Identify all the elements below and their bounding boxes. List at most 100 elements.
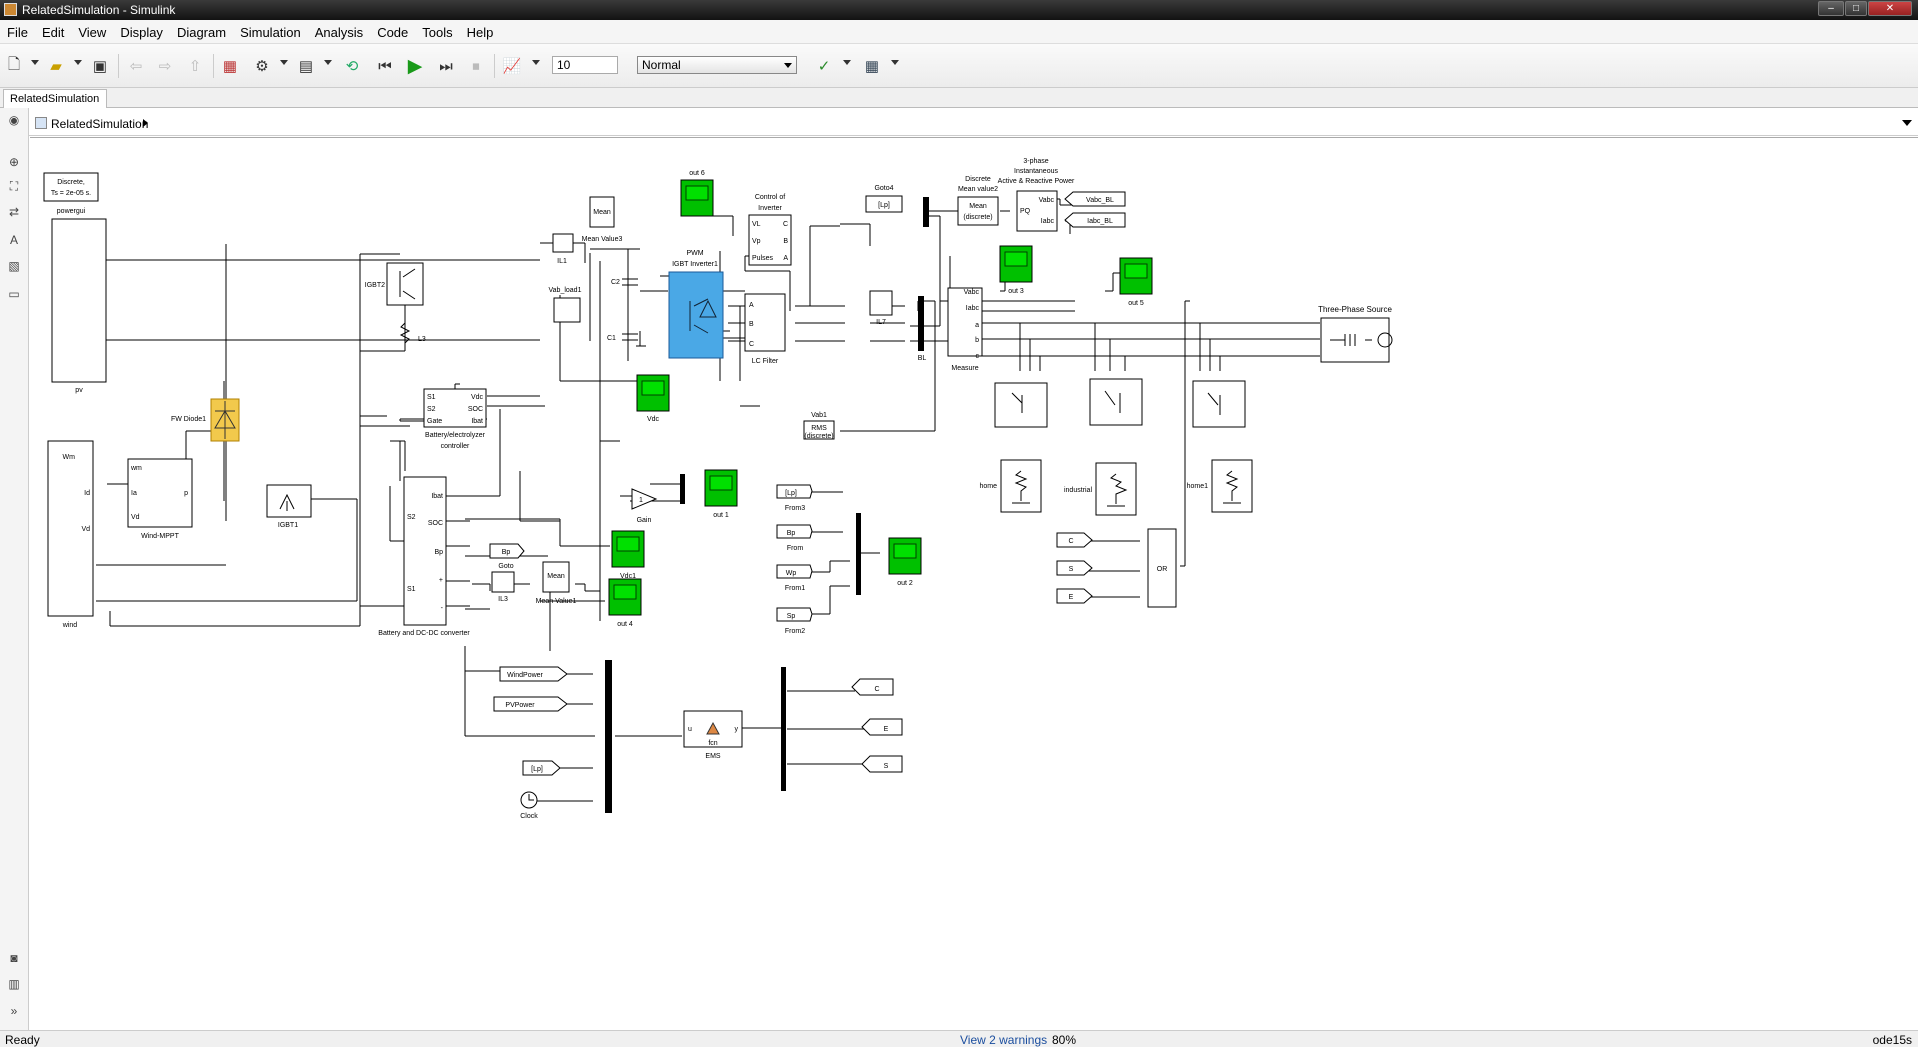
- build-model-icon[interactable]: ▦: [864, 58, 880, 75]
- from-e-block[interactable]: E: [1056, 588, 1093, 604]
- fw-diode-block[interactable]: FW Diode1: [171, 398, 240, 442]
- save-icon[interactable]: ▣: [92, 58, 108, 75]
- image-icon[interactable]: ▧: [8, 259, 20, 273]
- goto4-block[interactable]: [Lp] Goto4: [865, 185, 929, 227]
- mean-value3-block[interactable]: Mean Mean Value3: [582, 196, 623, 243]
- menu-diagram[interactable]: Diagram: [176, 25, 227, 40]
- menu-tools[interactable]: Tools: [422, 25, 453, 40]
- from-c-block[interactable]: C: [1056, 532, 1093, 548]
- config-dropdown-icon[interactable]: [280, 60, 288, 65]
- from-s-block[interactable]: S: [1056, 560, 1093, 576]
- minimize-button[interactable]: –: [1818, 1, 1844, 16]
- vab1-rms-block[interactable]: RMS (discrete) Vab1: [803, 412, 835, 440]
- screenshot-camera-icon[interactable]: ◙: [10, 951, 18, 965]
- arrow-direction-icon[interactable]: ⇄: [8, 205, 20, 219]
- menu-view[interactable]: View: [78, 25, 107, 40]
- scope-out5[interactable]: out 5: [1119, 257, 1153, 307]
- goto-s-block[interactable]: S: [861, 755, 903, 773]
- simulation-mode-select[interactable]: Normal: [637, 56, 797, 74]
- close-button[interactable]: ✕: [1868, 1, 1912, 16]
- from-vabc-bl[interactable]: Vabc_BL: [1064, 191, 1126, 207]
- update-diagram-icon[interactable]: ⟲: [345, 58, 359, 75]
- step-forward-icon[interactable]: ⏭: [439, 57, 453, 75]
- mean-value2-block[interactable]: Mean (discrete) Discrete Mean value2: [957, 176, 999, 226]
- from-lp[interactable]: [Lp]: [522, 760, 561, 776]
- stop-icon[interactable]: ⏹: [472, 57, 480, 75]
- control-of-inverter-block[interactable]: VL Vp Pulses C B A Control of Inverter: [748, 194, 792, 266]
- three-phase-power-block[interactable]: Vabc Iabc PQ 3-phase Instantaneous Activ…: [998, 158, 1075, 232]
- new-model-icon[interactable]: 🗋: [7, 55, 21, 73]
- up-arrow-icon[interactable]: ⇧: [188, 58, 202, 75]
- area-icon[interactable]: ▭: [8, 287, 20, 301]
- goto-bp-block[interactable]: Bp Goto: [489, 543, 525, 570]
- forward-arrow-icon[interactable]: ⇨: [158, 58, 172, 75]
- build-dropdown-icon[interactable]: [891, 60, 899, 65]
- inspector-dropdown-icon[interactable]: [532, 60, 540, 65]
- clock-block[interactable]: Clock: [520, 791, 538, 820]
- goto-e-block[interactable]: E: [861, 718, 903, 736]
- explorer-dropdown-icon[interactable]: [324, 60, 332, 65]
- lc-filter-block[interactable]: A B C LC Filter: [744, 293, 786, 365]
- il3-sensor[interactable]: IL3: [491, 571, 515, 603]
- model-config-gear-icon[interactable]: ⚙: [255, 58, 269, 75]
- model-explorer-icon[interactable]: ▤: [298, 58, 314, 75]
- run-play-icon[interactable]: ▶: [407, 55, 423, 77]
- il1-sensor[interactable]: IL1: [552, 233, 574, 265]
- library-browser-icon[interactable]: ▦: [222, 58, 238, 75]
- advisor-dropdown-icon[interactable]: [843, 60, 851, 65]
- battery-dcdc-converter-block[interactable]: Ibat S2 SOC Bp + S1 - Battery and DC-DC …: [378, 476, 470, 637]
- breadcrumb[interactable]: RelatedSimulation: [51, 117, 149, 131]
- goto-c-block[interactable]: C: [851, 678, 894, 696]
- scope-out6[interactable]: out 6: [680, 170, 714, 217]
- three-phase-source-block[interactable]: Three-Phase Source: [1318, 305, 1393, 363]
- scope-out1[interactable]: out 1: [704, 469, 738, 519]
- mean-value1-block[interactable]: Mean Mean Value1: [536, 561, 577, 605]
- or-logic-block[interactable]: OR: [1147, 528, 1177, 608]
- breaker-home[interactable]: [994, 382, 1048, 428]
- scope-out4[interactable]: out 4: [608, 578, 642, 628]
- menu-code[interactable]: Code: [377, 25, 409, 40]
- tab-relatedsimulation[interactable]: RelatedSimulation: [3, 89, 107, 108]
- step-back-icon[interactable]: ⏮: [378, 57, 392, 75]
- powergui-block[interactable]: Discrete, Ts = 2e-05 s. powergui: [43, 172, 99, 215]
- vab-load1-sensor[interactable]: Vab_load1: [549, 287, 582, 323]
- back-arrow-icon[interactable]: ⇦: [129, 58, 143, 75]
- from-pvpower[interactable]: PVPower: [493, 696, 568, 712]
- from-iabc-bl[interactable]: Iabc_BL: [1064, 212, 1126, 228]
- load-home[interactable]: home: [979, 459, 1042, 513]
- scope-vdc[interactable]: Vdc: [636, 374, 670, 423]
- breaker-industrial[interactable]: [1089, 378, 1143, 426]
- battery-electrolyzer-controller-block[interactable]: S1 S2 Gate Vdc SOC Ibat Battery/electrol…: [423, 388, 487, 450]
- scope-out2[interactable]: out 2: [888, 537, 922, 587]
- pwm-igbt-inverter-block[interactable]: PWM IGBT Inverter1: [668, 250, 724, 359]
- menu-edit[interactable]: Edit: [41, 25, 65, 40]
- open-folder-icon[interactable]: ▰: [50, 58, 62, 75]
- breaker-home1[interactable]: [1192, 380, 1246, 428]
- model-advisor-check-icon[interactable]: ✓: [817, 58, 831, 75]
- stop-time-input[interactable]: [552, 56, 618, 74]
- zoom-icon[interactable]: ⊕: [8, 155, 20, 169]
- view-warnings-link[interactable]: View 2 warnings: [960, 1033, 1048, 1047]
- pv-block[interactable]: pv: [51, 218, 107, 394]
- wind-mppt-block[interactable]: wm Ia Vd p Wind-MPPT: [127, 458, 193, 540]
- menu-file[interactable]: File: [7, 25, 28, 40]
- from3-block[interactable]: [Lp]From3: [776, 484, 813, 512]
- scope-vdc1[interactable]: Vdc1: [611, 530, 645, 580]
- gain-block[interactable]: 1 Gain: [631, 488, 658, 524]
- data-inspector-icon[interactable]: 📈: [502, 58, 522, 75]
- load-home1[interactable]: home1: [1187, 459, 1253, 513]
- hide-explorer-icon[interactable]: ◉: [8, 113, 20, 127]
- open-dropdown-icon[interactable]: [74, 60, 82, 65]
- expand-chevron-icon[interactable]: »: [10, 1004, 18, 1018]
- wind-block[interactable]: Wm Id Vd wind: [47, 440, 94, 629]
- breadcrumb-arrow-icon[interactable]: [143, 119, 148, 127]
- menu-display[interactable]: Display: [120, 25, 163, 40]
- igbt2-block[interactable]: IGBT2: [365, 262, 424, 306]
- from-windpower[interactable]: WindPower: [499, 666, 568, 682]
- annotation-icon[interactable]: A: [9, 233, 18, 247]
- model-canvas[interactable]: Discrete, Ts = 2e-05 s. powergui pv Wm I…: [30, 137, 1918, 1028]
- menu-analysis[interactable]: Analysis: [314, 25, 364, 40]
